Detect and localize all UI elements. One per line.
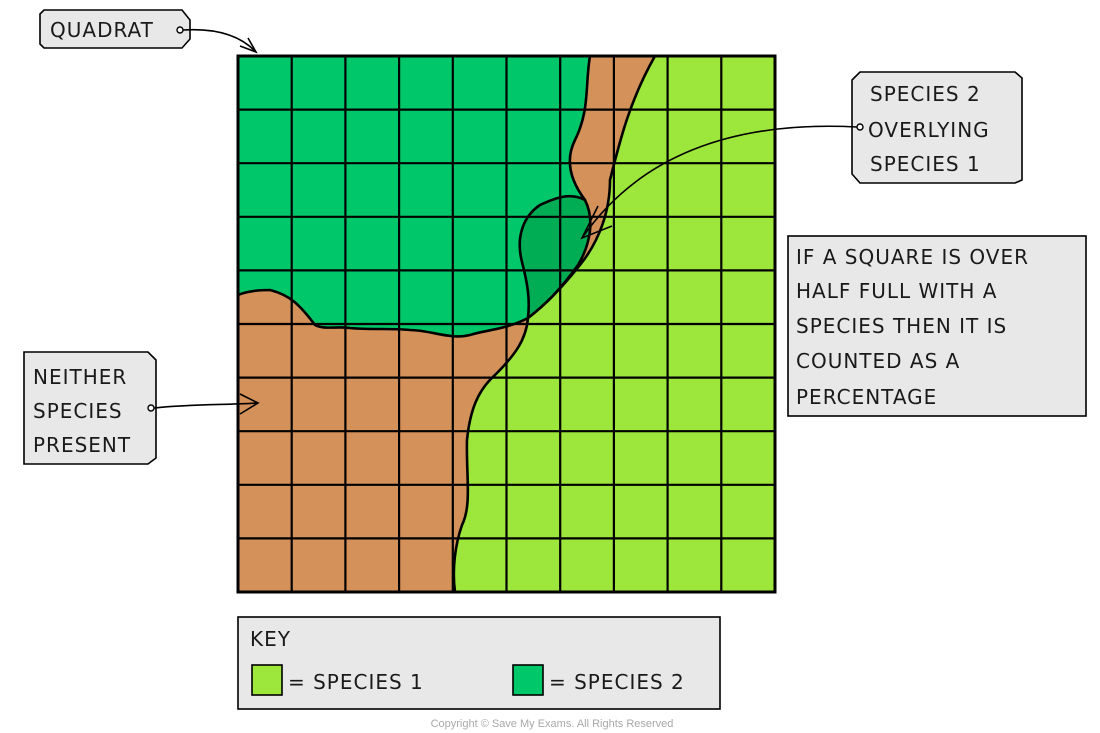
key-label-species-1: = SPECIES 1 — [288, 670, 424, 694]
quadrat-label: QUADRAT — [39, 9, 258, 54]
counting-rule-line-5: PERCENTAGE — [796, 385, 937, 409]
counting-rule-box — [787, 235, 1087, 417]
key-box — [237, 616, 721, 710]
overlap-label-line-3: SPECIES 1 — [870, 152, 981, 176]
species-2-boundary — [238, 56, 592, 338]
key-label-species-2: = SPECIES 2 — [549, 670, 685, 694]
neither-pointer-arrow — [153, 402, 259, 409]
counting-rule-line-3: SPECIES THEN IT IS — [796, 314, 1007, 338]
quadrat-grid — [238, 56, 775, 592]
overlap-label: SPECIES 2 OVERLYING SPECIES 1 — [580, 71, 1023, 240]
quadrat-label-box — [39, 9, 191, 49]
key-swatch-species-2 — [512, 664, 544, 696]
species-1-boundary — [452, 56, 657, 592]
overlap-label-line-1: SPECIES 2 — [870, 82, 981, 106]
quadrat-label-text: QUADRAT — [50, 18, 154, 42]
neither-label-line-3: PRESENT — [33, 433, 131, 457]
counting-rule-line-4: COUNTED AS A — [796, 349, 960, 373]
overlap-label-box — [851, 71, 1023, 184]
quadrat-pointer-arrow — [182, 28, 257, 53]
key-title: KEY — [250, 627, 291, 651]
neither-label-line-1: NEITHER — [33, 365, 127, 389]
key-legend: KEY = SPECIES 1 = SPECIES 2 — [237, 616, 721, 710]
overlap-label-line-2: OVERLYING — [868, 118, 990, 142]
counting-rule-note: IF A SQUARE IS OVER HALF FULL WITH A SPE… — [787, 235, 1087, 417]
neither-label-line-2: SPECIES — [33, 399, 123, 423]
counting-rule-line-1: IF A SQUARE IS OVER — [796, 245, 1029, 269]
neither-label-box — [23, 351, 157, 465]
overlap-region — [519, 196, 591, 318]
neither-label: NEITHER SPECIES PRESENT — [23, 351, 260, 465]
copyright-text: Copyright © Save My Exams. All Rights Re… — [431, 718, 674, 730]
counting-rule-line-2: HALF FULL WITH A — [796, 279, 997, 303]
overlap-pointer-arrow — [581, 125, 858, 239]
overlap-boundary — [518, 194, 587, 320]
quadrat — [236, 54, 777, 594]
quadrat-frame — [236, 54, 777, 594]
species-2-region — [238, 56, 591, 337]
key-swatch-species-1 — [251, 664, 283, 696]
